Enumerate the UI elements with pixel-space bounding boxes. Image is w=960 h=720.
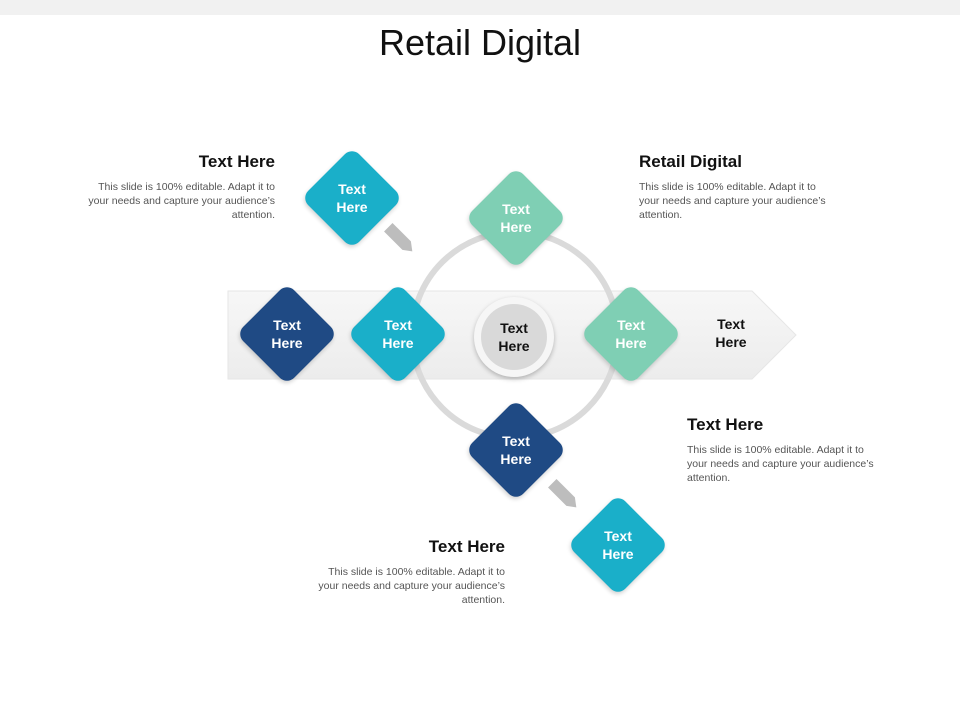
block-body: This slide is 100% editable. Adapt it to…: [639, 181, 826, 221]
diamond-left: Text Here: [347, 283, 449, 385]
diamond-bottom-right: Text Here: [567, 494, 669, 596]
block-body: This slide is 100% editable. Adapt it to…: [88, 181, 275, 221]
diamond-left-dark: Text Here: [236, 283, 338, 385]
diamond-label: Text Here: [602, 528, 634, 562]
slide-title: Retail Digital: [378, 22, 582, 63]
block-body: This slide is 100% editable. Adapt it to…: [687, 444, 874, 484]
center-label: Text Here: [481, 304, 547, 370]
diamond-label: Text Here: [615, 317, 647, 351]
diamond-bottom: Text Here: [465, 399, 567, 501]
block-heading: Text Here: [687, 415, 764, 434]
center-circle: Text Here: [474, 297, 554, 377]
diamond-top-left: Text Here: [301, 147, 403, 249]
text-block-bottom: Text Here This slide is 100% editable. A…: [315, 537, 505, 607]
block-heading: Retail Digital: [639, 152, 742, 171]
diamond-top: Text Here: [465, 167, 567, 269]
block-body: This slide is 100% editable. Adapt it to…: [318, 566, 505, 606]
block-heading: Text Here: [198, 152, 275, 171]
text-block-top-right: Retail Digital This slide is 100% editab…: [639, 152, 829, 222]
diamond-right: Text Here: [580, 283, 682, 385]
diamond-label: Text Here: [500, 433, 532, 467]
diamond-label: Text Here: [336, 181, 368, 215]
diamond-label: Text Here: [382, 317, 414, 351]
arrow-label: Text Here: [715, 316, 747, 350]
top-bar: [0, 0, 960, 15]
text-block-middle-right: Text Here This slide is 100% editable. A…: [687, 415, 877, 485]
diamond-label: Text Here: [500, 201, 532, 235]
text-block-top-left: Text Here This slide is 100% editable. A…: [85, 152, 275, 222]
diamond-label: Text Here: [271, 317, 303, 351]
block-heading: Text Here: [428, 537, 505, 556]
